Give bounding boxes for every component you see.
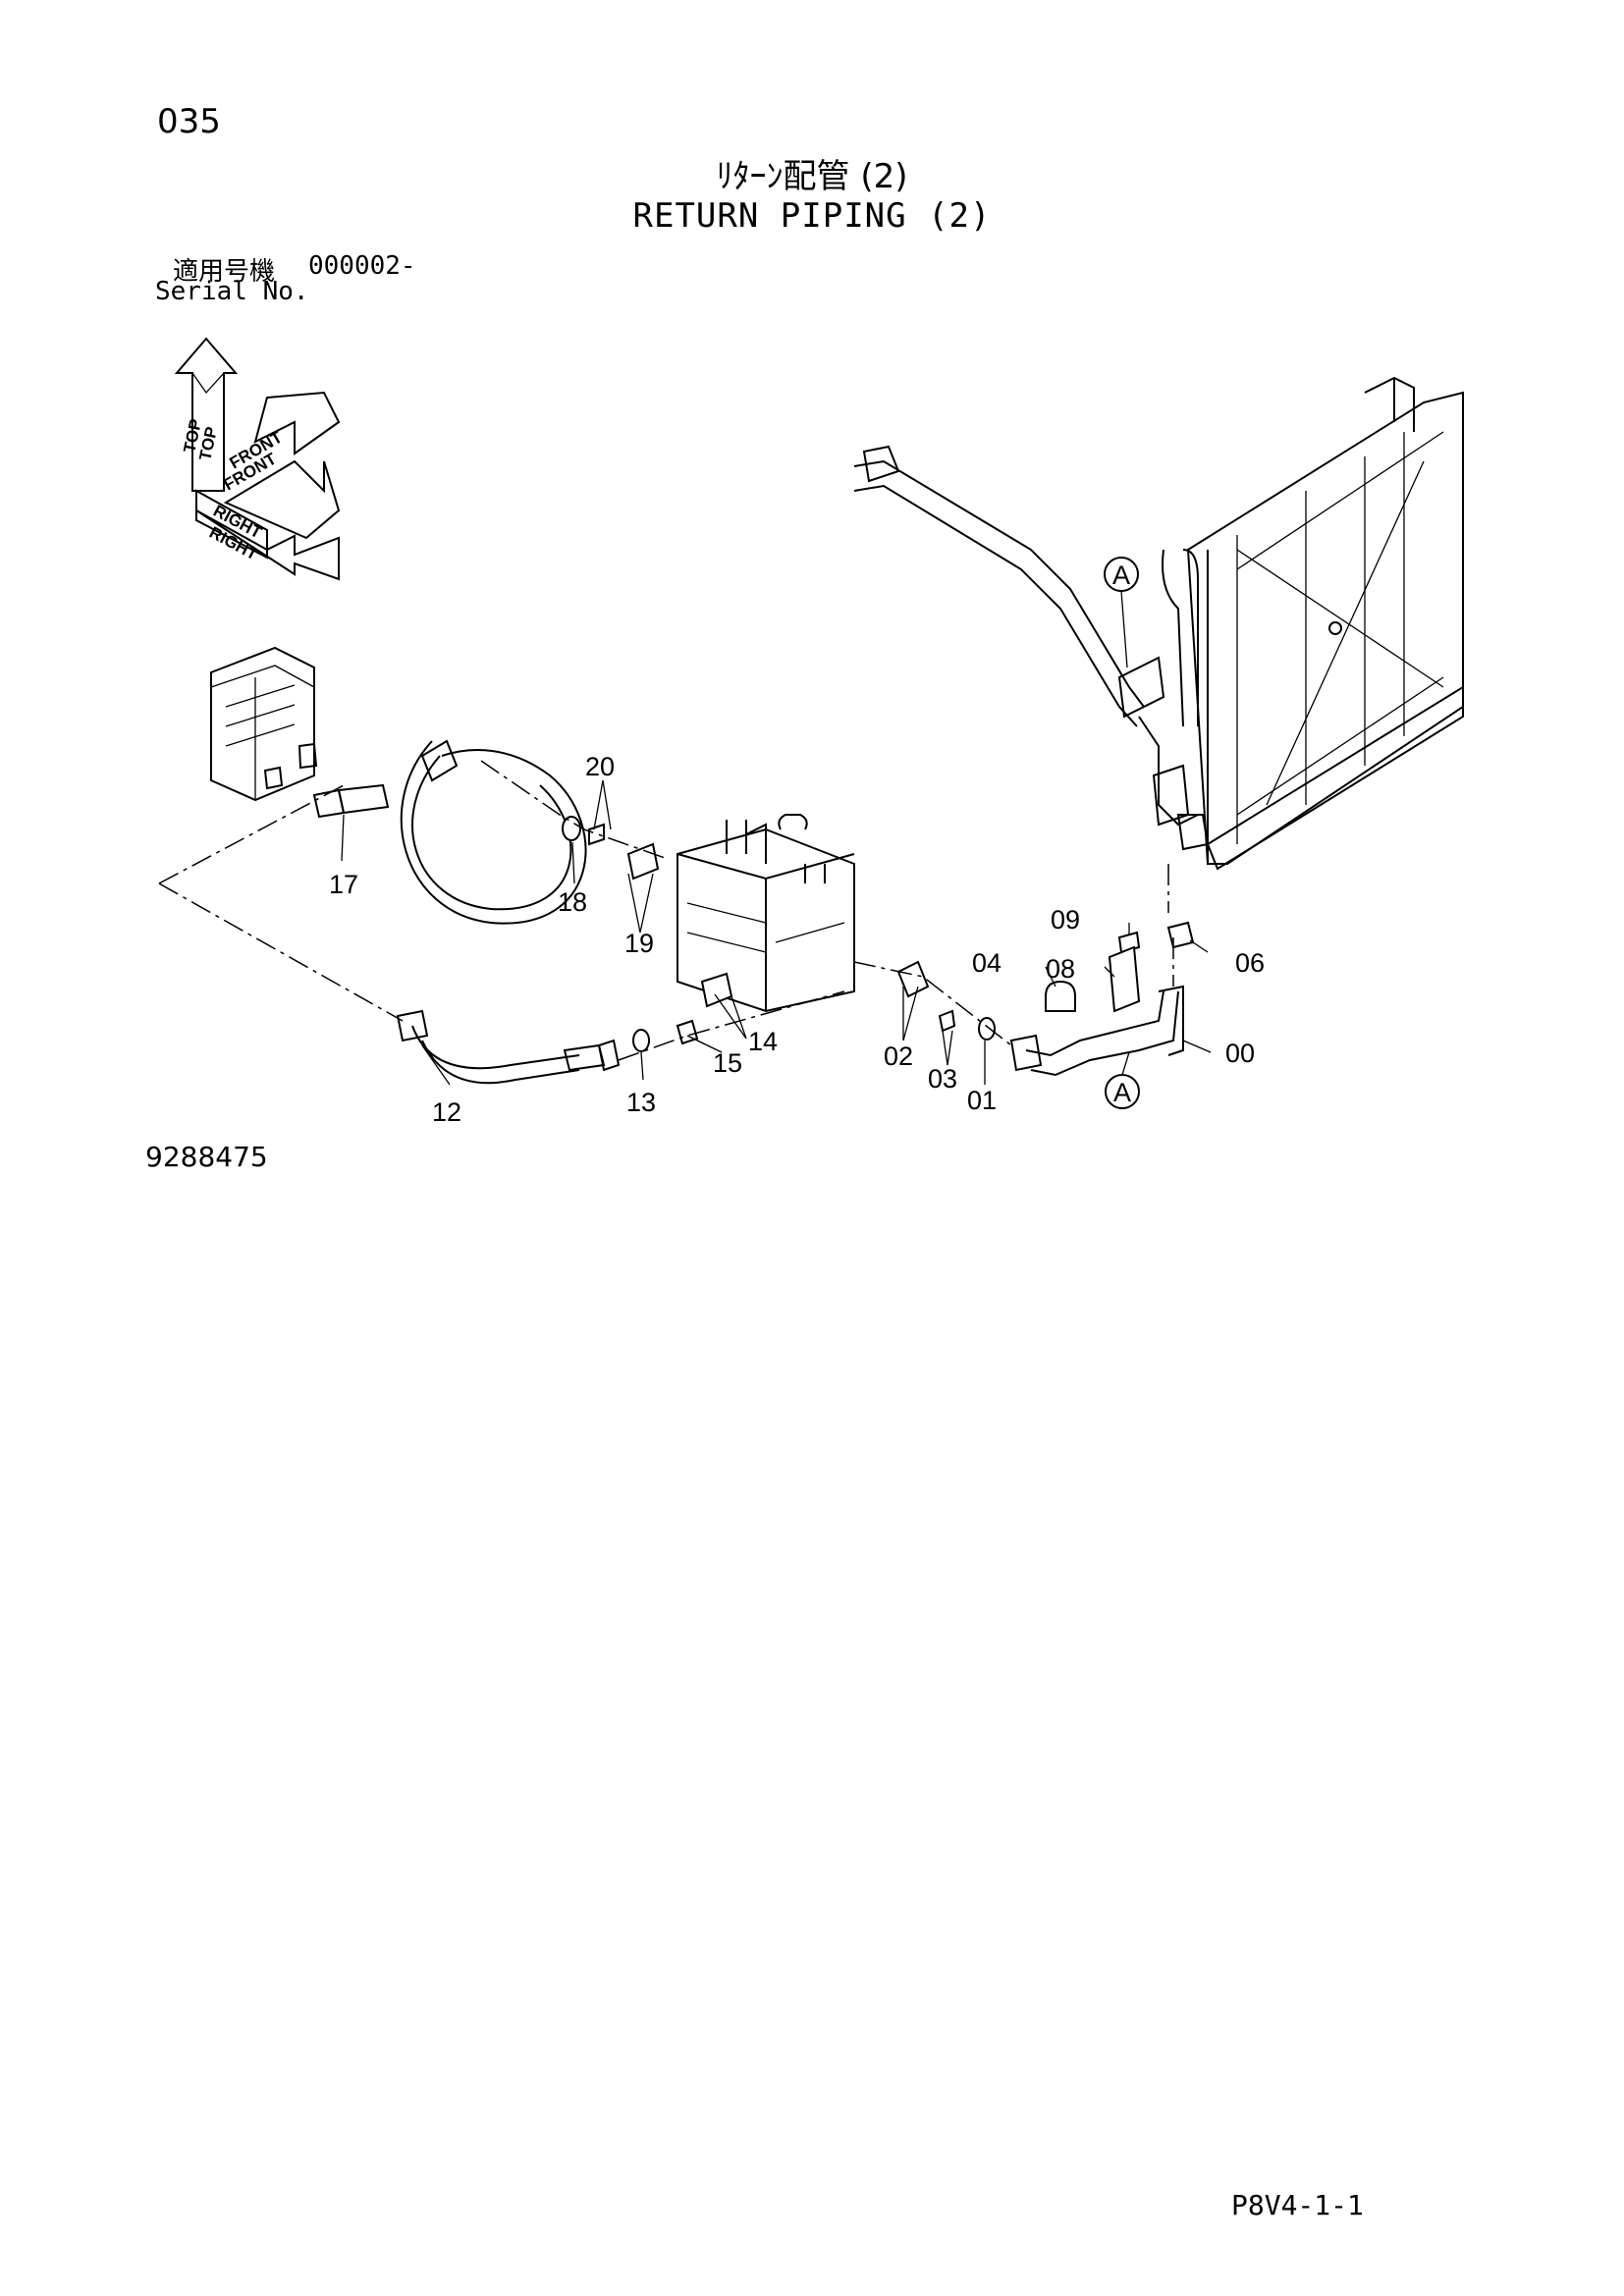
control-valve-left	[210, 646, 318, 802]
title-english: RETURN PIPING (2)	[632, 196, 992, 236]
center-valve-block	[677, 814, 855, 1013]
return-pipe-00	[1009, 985, 1184, 1077]
page-code: P8V4-1-1	[1231, 2189, 1364, 2221]
serial-label-japanese: 適用号機	[173, 257, 276, 287]
hose-12	[396, 1009, 621, 1085]
callout-09: 09	[1051, 905, 1080, 934]
routing-lines	[158, 760, 1012, 1061]
callout-08: 08	[1046, 954, 1075, 984]
drawing-number: 9288475	[145, 1141, 268, 1173]
callout-17: 17	[329, 870, 358, 899]
callout-04: 04	[972, 948, 1001, 978]
callout-02: 02	[884, 1041, 913, 1071]
callout-01: 01	[967, 1086, 997, 1115]
svg-text:A: A	[1113, 1078, 1131, 1107]
ref-marker-a-top: A	[1104, 557, 1139, 668]
callouts: 20 17 18 19 14 15 12 13 09 04 08 06 02 0…	[329, 752, 1265, 1127]
ref-marker-a-bottom: A	[1105, 1051, 1140, 1109]
callout-19: 19	[624, 929, 654, 958]
orientation-indicator: TOP TOP FRONT FRONT RIGHT RIGHT	[174, 337, 341, 581]
small-parts	[562, 816, 1195, 1052]
radiator-assembly	[1186, 376, 1464, 871]
callout-06: 06	[1235, 948, 1265, 978]
callout-18: 18	[558, 887, 587, 917]
serial-label-english: Serial No.	[155, 277, 309, 306]
callout-15: 15	[713, 1048, 742, 1078]
title-japanese: ﾘﾀｰﾝ配管 (2)	[716, 157, 908, 196]
callout-03: 03	[928, 1064, 957, 1094]
callout-20: 20	[585, 752, 615, 781]
svg-text:A: A	[1112, 561, 1130, 590]
serial-value: 000002-	[308, 251, 416, 281]
callout-13: 13	[626, 1088, 656, 1117]
callout-14: 14	[748, 1027, 778, 1056]
callout-00: 00	[1225, 1039, 1255, 1068]
page-number: 035	[157, 102, 221, 141]
callout-12: 12	[432, 1097, 461, 1127]
upper-pipe-assembly	[853, 445, 1210, 851]
leader-lines	[341, 779, 1212, 1086]
